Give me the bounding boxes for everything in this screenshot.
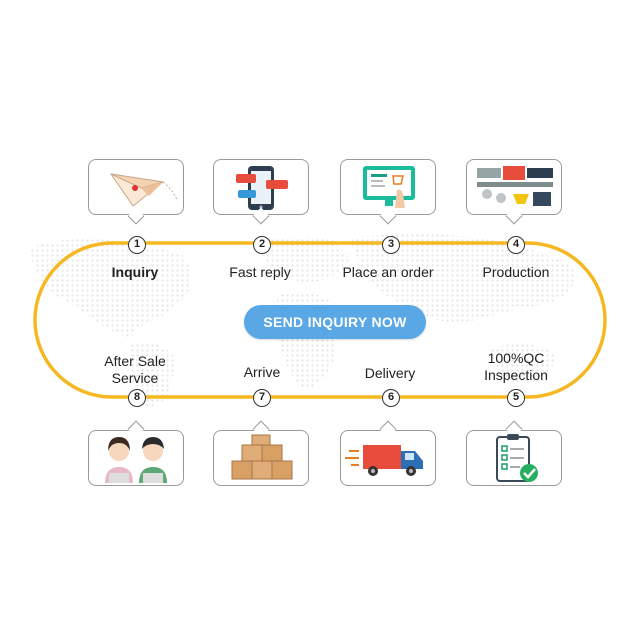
smartphone-chat-icon	[236, 166, 288, 210]
after-sale-card	[88, 430, 184, 486]
inquiry-card	[88, 159, 184, 215]
step-number: 2	[253, 236, 271, 254]
step-number: 3	[382, 236, 400, 254]
label-line: Service	[111, 370, 159, 386]
step-label-arrive: Arrive	[243, 364, 281, 380]
step-label-qc-inspection: 100%QC Inspection	[451, 350, 581, 384]
place-order-card	[340, 159, 436, 215]
qc-inspection-card	[466, 430, 562, 486]
step-number: 1	[128, 236, 146, 254]
delivery-card	[340, 430, 436, 486]
step-label-after-sale: After Sale Service	[70, 353, 200, 387]
step-number: 6	[382, 389, 400, 407]
step-label-fast-reply: Fast reply	[229, 264, 291, 280]
step-number: 5	[507, 389, 525, 407]
support-agents-icon	[105, 437, 167, 483]
arrive-card	[213, 430, 309, 486]
factory-line-icon	[477, 166, 553, 206]
label-line: After Sale	[104, 353, 166, 369]
fast-reply-card	[213, 159, 309, 215]
online-order-icon	[363, 166, 415, 208]
step-label-inquiry: Inquiry	[111, 264, 159, 280]
step-label-production: Production	[482, 264, 550, 280]
label-line: 100%QC	[487, 350, 545, 366]
delivery-truck-icon	[345, 445, 423, 476]
production-card	[466, 159, 562, 215]
checklist-icon	[496, 434, 538, 482]
label-line: Inspection	[484, 367, 548, 383]
send-inquiry-button[interactable]: SEND INQUIRY NOW	[244, 305, 426, 339]
step-number: 8	[128, 389, 146, 407]
boxes-icon	[231, 434, 293, 480]
step-label-place-order: Place an order	[342, 264, 434, 280]
step-number: 4	[507, 236, 525, 254]
paper-plane-icon	[109, 173, 178, 207]
step-number: 7	[253, 389, 271, 407]
step-label-delivery: Delivery	[364, 365, 416, 381]
